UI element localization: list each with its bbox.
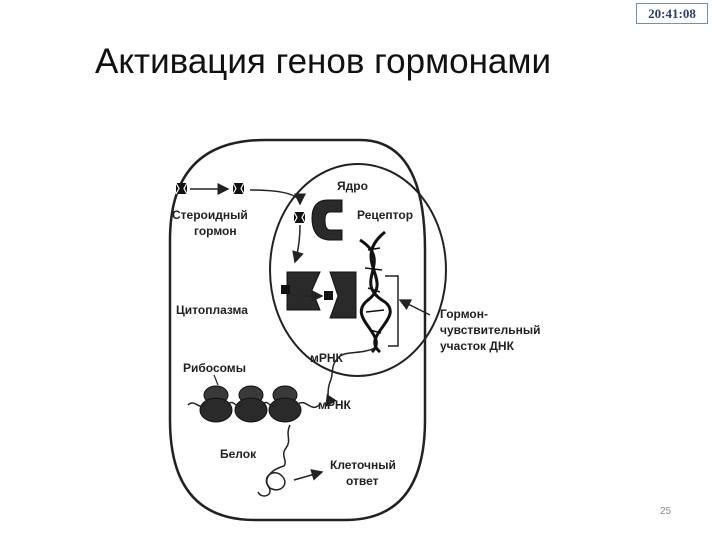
label-nucleus: Ядро bbox=[337, 179, 368, 193]
dna-region-pointer bbox=[398, 299, 431, 316]
label-cytoplasm: Цитоплазма bbox=[176, 303, 248, 317]
label-mrna-nucleus: мРНК bbox=[310, 351, 344, 365]
ribosome-1 bbox=[199, 385, 233, 423]
label-ribosomes: Рибосомы bbox=[183, 361, 246, 375]
mrna-strand-cytoplasm bbox=[187, 401, 321, 409]
hormone-to-nucleus-arrow bbox=[249, 189, 306, 206]
label-steroid-hormone-2: гормон bbox=[194, 224, 237, 238]
dna-double-helix bbox=[359, 230, 392, 354]
page-number: 25 bbox=[660, 506, 672, 517]
mrna-strand-nucleus bbox=[325, 347, 376, 408]
label-mrna-cytoplasm: мРНК bbox=[318, 398, 352, 412]
receptor-shape bbox=[311, 199, 343, 241]
protein-chain bbox=[257, 424, 291, 497]
label-cell-response-2: ответ bbox=[346, 474, 379, 488]
receptor-dna-complex bbox=[329, 271, 357, 319]
label-dna-region-2: чувствительный bbox=[440, 323, 540, 337]
label-protein: Белок bbox=[220, 447, 257, 461]
dna-region-bracket bbox=[385, 275, 399, 347]
nucleus-membrane bbox=[269, 163, 447, 377]
steroid-hormone-molecule-2 bbox=[232, 182, 245, 195]
label-dna-region-1: Гормон- bbox=[440, 307, 488, 321]
label-cell-response-1: Клеточный bbox=[330, 458, 396, 472]
ribosome-3 bbox=[268, 385, 302, 423]
ribosome-pointer bbox=[213, 374, 219, 386]
label-receptor: Рецептор bbox=[357, 208, 413, 222]
response-arrow bbox=[293, 469, 324, 481]
steroid-hormone-in-nucleus bbox=[293, 211, 306, 224]
ribosome-2 bbox=[234, 385, 268, 423]
hormone-binding-arrow bbox=[292, 224, 304, 264]
slide-title: Активация генов гормонами bbox=[95, 42, 552, 81]
timestamp-badge: 20:41:08 bbox=[636, 3, 708, 24]
receptor-hormone-complex bbox=[286, 271, 321, 311]
label-dna-region-3: участок ДНК bbox=[440, 339, 515, 353]
steroid-hormone-molecule bbox=[175, 182, 188, 195]
label-steroid-hormone-1: Стероидный bbox=[172, 208, 248, 222]
